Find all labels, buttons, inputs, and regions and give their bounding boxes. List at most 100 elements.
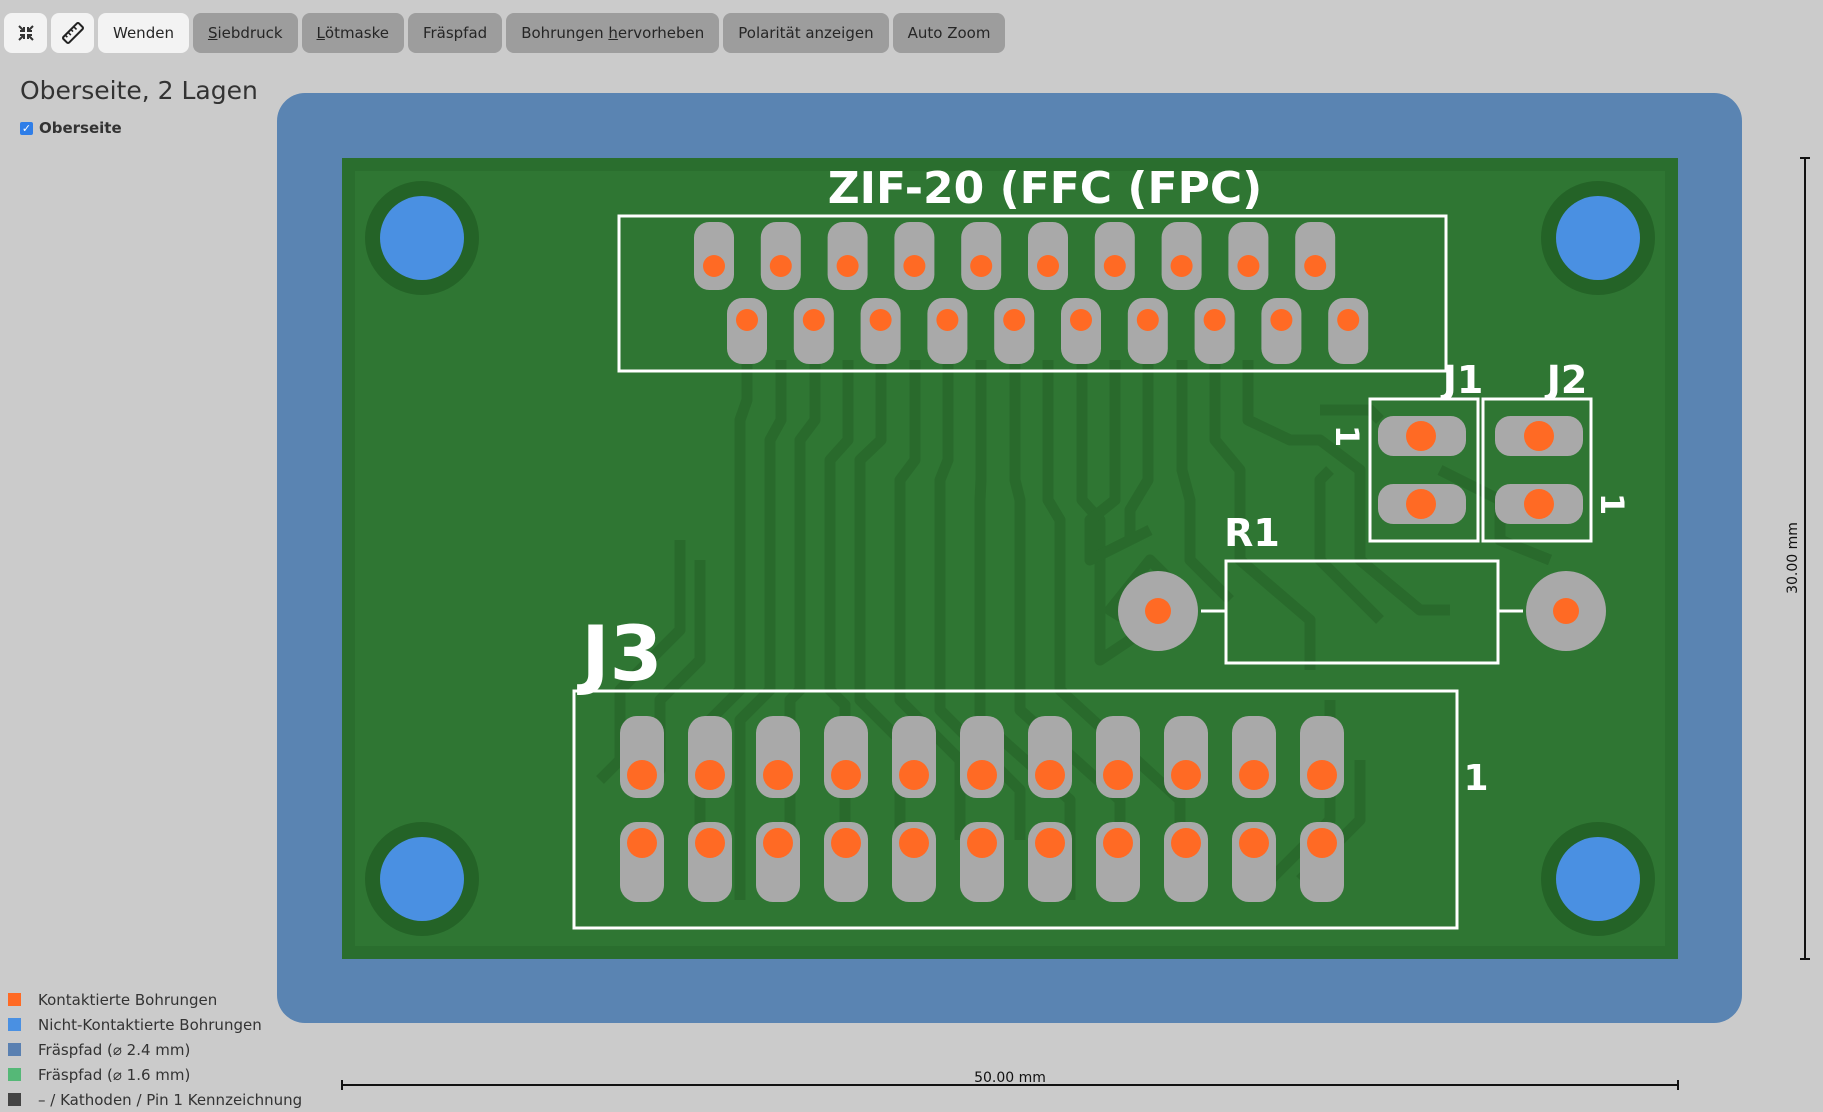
plated-hole xyxy=(695,828,725,858)
millpath-button[interactable]: Fräspfad xyxy=(407,13,503,53)
j3-pad xyxy=(620,822,664,902)
plated-hole xyxy=(763,760,793,790)
legend-label: Kontaktierte Bohrungen xyxy=(38,990,218,1009)
plated-hole xyxy=(1136,309,1159,331)
plated-hole xyxy=(802,309,825,331)
j1-pad xyxy=(1378,416,1466,456)
j3-pad xyxy=(892,716,936,798)
legend-swatch xyxy=(8,1043,21,1056)
layer-toggle-top[interactable]: ✓ Oberseite xyxy=(20,119,122,137)
zif-pad xyxy=(1061,298,1101,364)
ruler-button[interactable] xyxy=(51,13,94,53)
mounting-hole xyxy=(380,196,464,280)
ruler-icon xyxy=(61,22,84,44)
plated-hole xyxy=(703,255,725,277)
legend-item: Nicht-Kontaktierte Bohrungen xyxy=(8,1012,302,1037)
highlight-holes-label-b: ervorheben xyxy=(617,24,705,42)
plated-hole xyxy=(627,760,657,790)
legend-item: Fräspfad (⌀ 2.4 mm) xyxy=(8,1037,302,1062)
board-substrate xyxy=(355,171,1665,946)
plated-hole xyxy=(695,760,725,790)
plated-hole xyxy=(769,255,792,277)
j3-pad xyxy=(1096,822,1140,902)
plated-hole xyxy=(1203,309,1226,331)
mounting-hole xyxy=(1556,837,1640,921)
legend: Kontaktierte Bohrungen Nicht-Kontaktiert… xyxy=(8,987,302,1112)
zif-pad xyxy=(727,298,767,364)
plated-hole xyxy=(1304,255,1327,277)
highlight-holes-label-a: Bohrungen xyxy=(521,24,609,42)
mounting-hole xyxy=(380,837,464,921)
plated-hole xyxy=(1270,309,1293,331)
plated-hole xyxy=(1103,828,1133,858)
r1-pad xyxy=(1118,571,1198,651)
zif-pad xyxy=(827,222,868,290)
fullscreen-button[interactable] xyxy=(4,13,47,53)
plated-hole xyxy=(1145,598,1171,624)
legend-label: Fräspfad (⌀ 1.6 mm) xyxy=(38,1065,191,1084)
j1-outline xyxy=(1368,397,1480,543)
j3-pad xyxy=(1232,822,1276,902)
legend-label: – / Kathoden / Pin 1 Kennzeichnung xyxy=(38,1090,303,1109)
j3-pad xyxy=(1232,716,1276,798)
zif-pad xyxy=(1028,222,1068,290)
fullscreen-icon xyxy=(17,25,34,41)
plated-hole xyxy=(899,760,929,790)
zif-pad xyxy=(927,298,968,364)
r1-pad xyxy=(1526,571,1606,651)
plated-hole xyxy=(736,309,758,331)
plated-hole xyxy=(1337,309,1360,331)
plated-hole xyxy=(1237,255,1260,277)
plated-hole xyxy=(936,309,959,331)
layer-checkbox[interactable]: ✓ xyxy=(20,121,33,135)
j1-label: J1 xyxy=(1440,358,1484,402)
zif-pad xyxy=(860,298,901,364)
j3-pad xyxy=(688,716,732,798)
soldermask-shortcut: L xyxy=(316,24,325,42)
zif-pad xyxy=(894,222,935,290)
flip-button[interactable]: Wenden xyxy=(98,13,189,53)
mounting-holes xyxy=(365,181,1655,936)
j3-pin1-label: 1 xyxy=(1463,758,1488,799)
dimension-width-label: 50.00 mm xyxy=(974,1070,1046,1086)
highlight-holes-shortcut: h xyxy=(608,24,618,42)
plated-hole xyxy=(967,828,997,858)
plated-hole xyxy=(1035,828,1065,858)
legend-swatch xyxy=(8,1068,21,1081)
silkscreen-label-rest: iebdruck xyxy=(217,24,283,42)
plated-hole xyxy=(1070,309,1092,331)
j2-label: J2 xyxy=(1544,358,1588,402)
plated-hole xyxy=(903,255,926,277)
dimension-width: 50.00 mm xyxy=(341,1070,1679,1090)
plated-hole xyxy=(967,760,997,790)
plated-hole xyxy=(1037,255,1059,277)
dimension-height-label: 30.00 mm xyxy=(1785,522,1801,594)
plated-hole xyxy=(899,828,929,858)
legend-label: Nicht-Kontaktierte Bohrungen xyxy=(38,1015,262,1034)
legend-item: – / Kathoden / Pin 1 Kennzeichnung xyxy=(8,1087,302,1112)
plated-hole xyxy=(1524,489,1554,519)
page-title: Oberseite, 2 Lagen xyxy=(20,76,258,105)
auto-zoom-button[interactable]: Auto Zoom xyxy=(892,13,1006,53)
dimension-height: 30.00 mm xyxy=(1785,157,1810,960)
j3-pad xyxy=(824,716,868,798)
legend-swatch xyxy=(8,1093,21,1106)
j3-pad xyxy=(1164,822,1208,902)
pads xyxy=(620,222,1606,902)
j3-pad xyxy=(688,822,732,902)
show-polarity-button[interactable]: Polarität anzeigen xyxy=(723,13,889,53)
plated-hole xyxy=(831,828,861,858)
layer-label: Oberseite xyxy=(39,119,122,137)
plated-hole xyxy=(836,255,859,277)
plated-hole xyxy=(970,255,993,277)
plated-hole xyxy=(1103,255,1126,277)
j1-pad xyxy=(1378,484,1466,524)
legend-item: Kontaktierte Bohrungen xyxy=(8,987,302,1012)
mounting-hole xyxy=(1556,196,1640,280)
zif-pad xyxy=(1161,222,1202,290)
silkscreen-outlines xyxy=(572,214,1593,930)
